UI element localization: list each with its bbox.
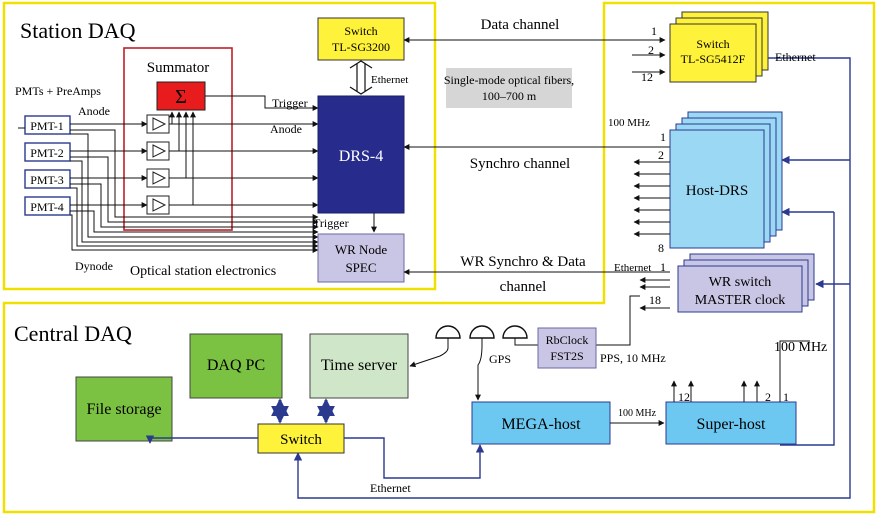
host-port-1: 1 (660, 130, 666, 144)
ethernet-vertical-label: Ethernet (371, 74, 408, 86)
sigma-block (156, 81, 206, 111)
pmt-4-label: PMT-4 (30, 200, 64, 214)
pmt-anode-lines (18, 121, 319, 253)
host-drs-block (669, 129, 765, 249)
station-switch-block (317, 17, 405, 61)
pmt-3: PMT-3 (24, 169, 71, 189)
amplifier-4 (146, 195, 170, 215)
pps-label: PPS, 10 MHz (600, 351, 666, 365)
wr-channel-label-1: WR Synchro & Data (460, 254, 586, 270)
super-port-2: 2 (765, 390, 771, 404)
ethernet-wr-label: Ethernet (614, 262, 651, 274)
time-server-label: Time server (321, 357, 398, 374)
anode-label-left: Anode (78, 104, 110, 118)
super-host-label: Super-host (696, 416, 766, 433)
trigger-out-label: Trigger (313, 216, 349, 230)
file-storage-block (75, 376, 173, 442)
pmt-1: PMT-1 (24, 115, 71, 135)
amplifier-2 (146, 141, 170, 161)
wr-switch-block (677, 265, 803, 313)
host-drs-label: Host-DRS (686, 183, 749, 199)
time-server-block (309, 333, 409, 399)
trigger-in-label: Trigger (272, 96, 308, 110)
wr-node-line2: SPEC (345, 260, 376, 275)
amplifier-3 (146, 168, 170, 188)
pmt-1-label: PMT-1 (30, 119, 64, 133)
switch-port-12: 12 (641, 70, 653, 84)
station-switch-line2: TL-SG3200 (332, 40, 390, 54)
file-storage-label: File storage (86, 401, 161, 418)
amplifier-1 (146, 114, 170, 134)
pmts-preamps-label: PMTs + PreAmps (15, 84, 101, 98)
wr-node-block (317, 233, 405, 283)
rbclock-block (537, 327, 597, 369)
wr-channel-label-2: channel (500, 279, 547, 295)
mega-host-block (471, 401, 611, 445)
dynode-label: Dynode (75, 259, 113, 273)
fibers-note-line2: 100–700 m (482, 89, 537, 103)
pmt-2-label: PMT-2 (30, 146, 64, 160)
bottom-switch-label: Switch (280, 432, 322, 448)
host-drs-output-arrows (633, 159, 670, 237)
super-host-block (665, 401, 797, 445)
switch-port-1: 1 (651, 24, 657, 38)
super-port-12: 12 (678, 390, 690, 404)
wr-node-line1: WR Node (335, 242, 388, 257)
station-switch-line1: Switch (344, 24, 377, 38)
freq-100mhz-mid: 100 MHz (618, 408, 657, 419)
anode-label-right: Anode (270, 122, 302, 136)
host-port-2: 2 (658, 148, 664, 162)
rbclock-line1: RbClock (546, 333, 589, 347)
switch-port-2: 2 (648, 43, 654, 57)
gps-label: GPS (489, 352, 511, 366)
wr-switch-line2: MASTER clock (695, 293, 786, 308)
drs4-block (317, 95, 405, 214)
central-switch-line1: Switch (696, 37, 729, 51)
ethernet-double-arrow (349, 60, 373, 95)
gps-antennas (435, 325, 528, 339)
switch-pc-links (271, 398, 335, 424)
synchro-channel-label: Synchro channel (470, 156, 570, 172)
mega-host-label: MEGA-host (501, 416, 581, 433)
summator-frame (123, 47, 233, 231)
amp-to-sigma-lines (169, 95, 319, 208)
freq-100mhz-right: 100 MHz (774, 340, 827, 355)
freq-100mhz-top: 100 MHz (608, 117, 650, 129)
super-host-output-arrows (671, 340, 810, 402)
host-port-8: 8 (658, 241, 664, 255)
pmt-3-label: PMT-3 (30, 173, 64, 187)
central-switch-line2: TL-SG5412F (681, 52, 746, 66)
daq-pc-label: DAQ PC (207, 357, 265, 374)
fibers-note-line1: Single-mode optical fibers, (444, 73, 574, 87)
bottom-switch-block (257, 423, 345, 454)
station-daq-title: Station DAQ (20, 18, 136, 43)
data-channel-label: Data channel (481, 17, 560, 33)
ethernet-blue-line (293, 57, 851, 499)
super-port-1: 1 (783, 390, 789, 404)
drs4-label: DRS-4 (339, 148, 383, 165)
daq-pc-block (189, 333, 283, 399)
pmt-2: PMT-2 (24, 142, 71, 162)
summator-label: Summator (147, 60, 210, 76)
wr-port-18: 18 (649, 293, 661, 307)
central-daq-title: Central DAQ (14, 321, 132, 346)
central-daq-frame (2, 1, 876, 514)
sigma-symbol: Σ (175, 86, 187, 108)
pmt-4: PMT-4 (24, 196, 71, 216)
optical-station-label: Optical station electronics (130, 264, 276, 279)
rbclock-line2: FST2S (550, 349, 583, 363)
ethernet-bottom-label: Ethernet (370, 481, 411, 495)
fibers-note-box (446, 68, 572, 108)
wr-switch-line1: WR switch (709, 275, 772, 290)
wr-port-1: 1 (660, 260, 666, 274)
ethernet-right-label: Ethernet (775, 50, 816, 64)
central-switch-block (669, 23, 757, 83)
station-daq-frame (2, 1, 437, 291)
